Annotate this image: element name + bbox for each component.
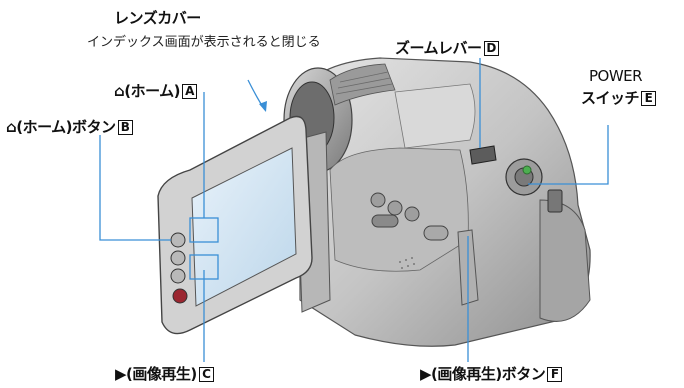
lens-cover-title: レンズカバー [114,9,201,27]
lens-cover-note: インデックス画面が表示されると閉じる [87,35,321,50]
lcd-panel [157,115,313,335]
power-label-line1: POWER [589,67,643,85]
play-button-label-f-text: (画像再生)ボタン [431,365,546,383]
letter-b-box: B [117,120,133,135]
play-icon: ▶ [115,365,127,383]
play-label-c: ▶(画像再生)C [115,365,214,383]
home-button-label-b-text: (ホーム)ボタン [16,118,116,136]
letter-e-box: E [641,91,657,106]
letter-a-box: A [182,84,198,99]
zoom-lever-label-d-text: ズームレバー [395,39,482,57]
letter-d-box: D [483,41,499,56]
home-label-a: ⌂(ホーム)A [114,82,198,100]
play-label-c-text: (画像再生) [126,365,197,383]
power-switch-label-e-text: スイッチ [581,89,640,107]
callout-lines [99,58,609,362]
home-label-a-text: (ホーム) [124,82,181,100]
home-icon: ⌂ [114,82,125,100]
letter-c-box: C [198,367,214,382]
play-icon: ▶ [420,365,432,383]
letter-f-box: F [547,367,563,382]
home-icon: ⌂ [6,118,17,136]
camera-body [283,57,591,347]
